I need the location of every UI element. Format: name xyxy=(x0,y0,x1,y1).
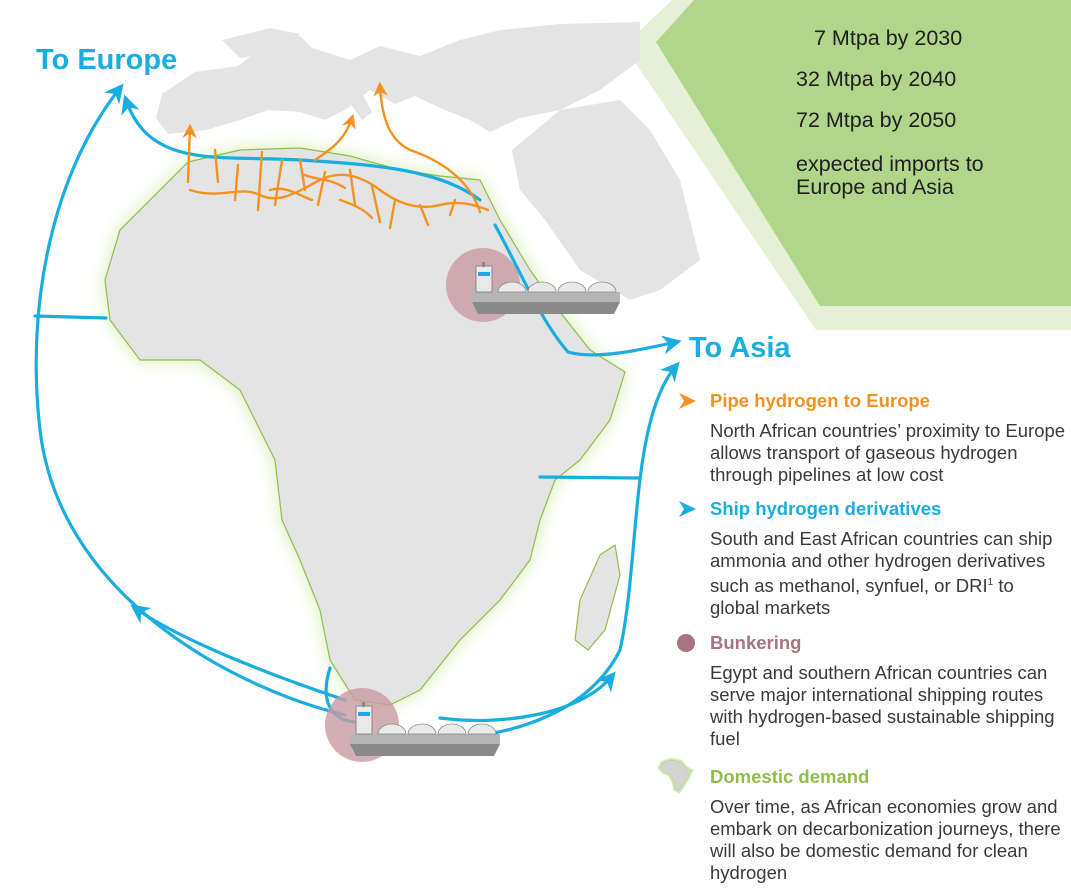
route-east-coast-link xyxy=(538,475,640,480)
route-east-to-asia xyxy=(438,361,680,742)
legend: Pipe hydrogen to Europe North African co… xyxy=(657,386,1066,884)
legend-bunkering-title: Bunkering xyxy=(710,632,802,653)
stats-description: expected imports to Europe and Asia xyxy=(796,152,1066,200)
lng-tanker-ship-icon xyxy=(350,702,500,756)
legend-pipe: Pipe hydrogen to Europe North African co… xyxy=(676,386,1066,494)
stats-panel xyxy=(656,0,1071,306)
to-asia-label: To Asia xyxy=(689,332,791,364)
to-europe-label: To Europe xyxy=(36,44,178,76)
legend-domestic-title: Domestic demand xyxy=(710,766,870,787)
legend-pipe-title: Pipe hydrogen to Europe xyxy=(710,390,930,411)
stats-description-line-1: expected imports to xyxy=(796,152,984,176)
europe-landmass xyxy=(156,22,700,300)
route-west-coast-link xyxy=(33,314,108,320)
legend-ship-title: Ship hydrogen derivatives xyxy=(710,498,942,519)
legend-bunkering-desc: Egypt and southern African countries can… xyxy=(710,662,1055,749)
stat-2040: 32 Mtpa by 2040 xyxy=(796,67,957,91)
route-red-sea-to-asia xyxy=(493,223,682,357)
route-west-to-europe xyxy=(34,83,347,717)
legend-pipe-desc: North African countries’ proximity to Eu… xyxy=(710,420,1066,485)
legend-domestic-desc: Over time, as African economies grow and… xyxy=(710,796,1061,883)
blue-arrowhead-icon xyxy=(679,501,696,517)
africa-silhouette-icon xyxy=(657,757,694,794)
stats-description-line-2: Europe and Asia xyxy=(796,175,954,200)
mauve-circle-icon xyxy=(677,634,695,652)
legend-bunkering: Bunkering Egypt and southern African cou… xyxy=(676,628,1066,762)
legend-ship: Ship hydrogen derivatives South and East… xyxy=(676,494,1066,628)
pipeline-network xyxy=(182,81,490,230)
legend-ship-desc-end: to global markets xyxy=(710,575,1014,619)
legend-ship-desc: South and East African countries can shi… xyxy=(710,528,1066,619)
route-south-east xyxy=(438,671,616,723)
madagascar xyxy=(574,543,621,651)
legend-ship-desc-text: South and East African countries can shi… xyxy=(710,528,1053,597)
lng-tanker-ship-icon xyxy=(472,262,620,314)
africa-landmass xyxy=(104,147,626,706)
legend-ship-footnote: 1 xyxy=(987,577,994,588)
orange-arrowhead-icon xyxy=(679,393,696,409)
route-south-to-europe xyxy=(130,604,347,702)
legend-domestic: Domestic demand Over time, as African ec… xyxy=(657,757,1066,884)
stat-2030: 7 Mtpa by 2030 xyxy=(814,26,963,50)
stats-box: 7 Mtpa by 2030 32 Mtpa by 2040 72 Mtpa b… xyxy=(796,26,1066,200)
stat-2050: 72 Mtpa by 2050 xyxy=(796,108,957,132)
